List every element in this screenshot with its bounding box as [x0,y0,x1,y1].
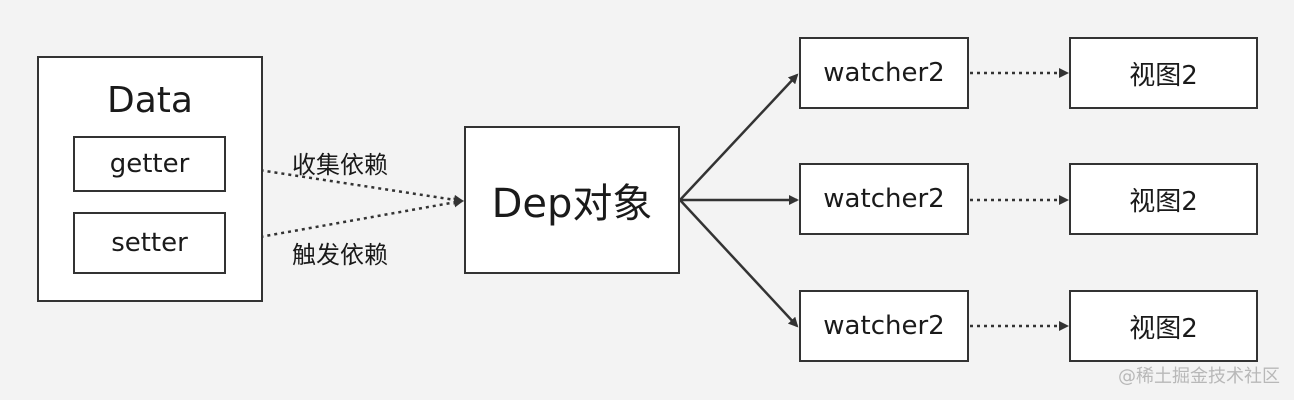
view-node-1: 视图2 [1069,37,1258,109]
data-node-title: Data [107,80,193,121]
watcher-node-2: watcher2 [799,163,969,235]
watcher-node-1: watcher2 [799,37,969,109]
getter-to-dep-edge [225,163,464,205]
setter-node: setter [73,212,226,274]
view-node-label: 视图2 [1129,186,1198,217]
getter-node: getter [73,136,226,192]
watermark: @稀土掘金技术社区 [1118,366,1280,387]
watcher-node-label: watcher2 [823,58,945,88]
trigger-dependency-label: 触发依赖 [292,241,388,269]
getter-node-label: getter [109,149,190,179]
watcher-node-label: watcher2 [823,311,945,341]
collect-dependency-label: 收集依赖 [292,151,388,179]
dep-to-watcher-1-edge [679,73,799,201]
view-node-2: 视图2 [1069,163,1258,235]
dep-node: Dep对象 [464,126,680,274]
setter-to-dep-edge [225,197,464,245]
view-node-3: 视图2 [1069,290,1258,362]
view-node-label: 视图2 [1129,60,1198,91]
view-node-label: 视图2 [1129,313,1198,344]
watcher-node-3: watcher2 [799,290,969,362]
watcher-node-label: watcher2 [823,184,945,214]
dep-node-label: Dep对象 [491,181,653,227]
dep-to-watcher-3-edge [679,199,799,328]
setter-node-label: setter [111,228,188,258]
